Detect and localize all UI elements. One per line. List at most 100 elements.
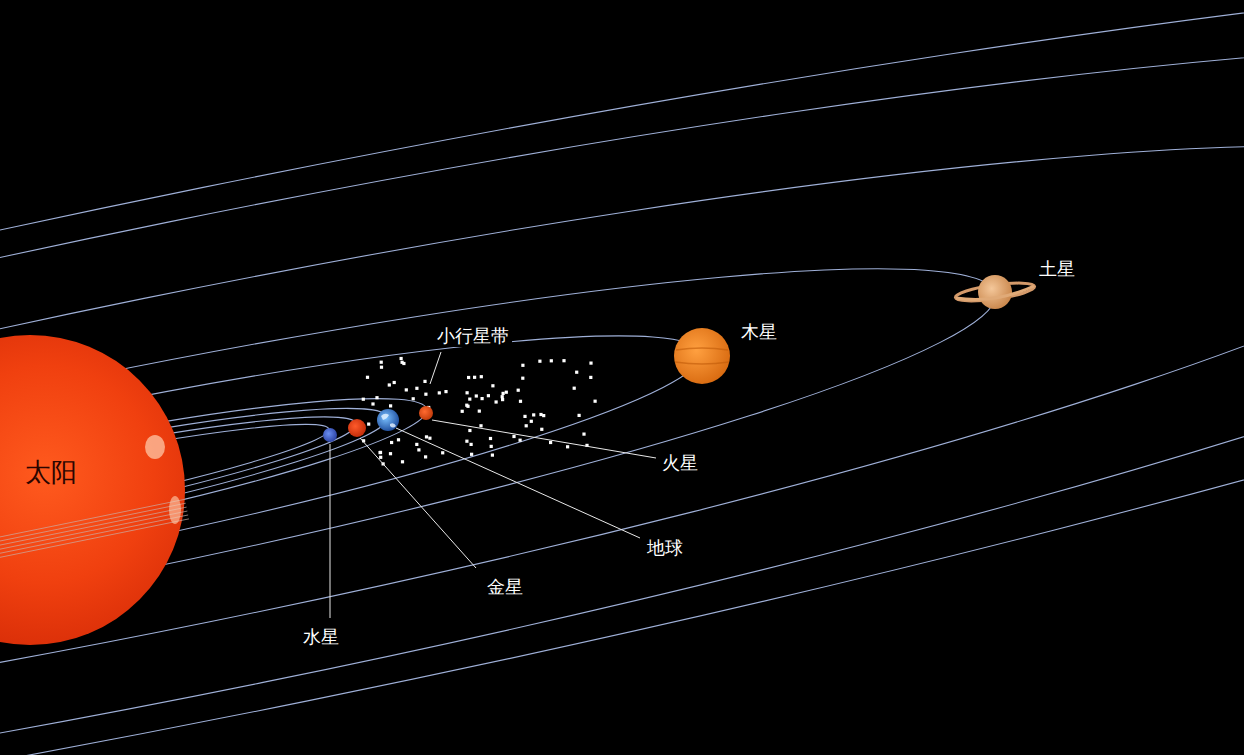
asteroid-dot [512, 435, 515, 438]
planet-label: 金星 [484, 576, 526, 598]
asteroid-dot [465, 404, 468, 407]
asteroid-dot [578, 414, 581, 417]
planet-label: 木星 [738, 321, 780, 343]
asteroid-dot [379, 456, 382, 459]
asteroid-dot [473, 376, 476, 379]
jupiter [674, 328, 730, 384]
asteroid-dot [479, 424, 482, 427]
asteroid-dot [400, 357, 403, 360]
asteroid-dot [425, 435, 428, 438]
saturn-ring [956, 286, 1034, 300]
asteroid-dot [438, 391, 441, 394]
asteroid-dot [393, 381, 396, 384]
asteroid-dot [397, 438, 400, 441]
planet-label: 土星 [1036, 258, 1078, 280]
asteroid-dot [575, 371, 578, 374]
asteroid-dot [519, 439, 522, 442]
earth-cloud [381, 414, 396, 428]
asteroid-dot [530, 420, 533, 423]
asteroid-dot [388, 383, 391, 386]
asteroid-dot [594, 400, 597, 403]
asteroid-dot [491, 384, 494, 387]
asteroid-dot [475, 394, 478, 397]
asteroid-dot [521, 377, 524, 380]
asteroid-dot [371, 402, 374, 405]
asteroid-dot [441, 451, 444, 454]
asteroid-dot [390, 441, 393, 444]
asteroid-dot [538, 360, 541, 363]
asteroid-dot [380, 361, 383, 364]
asteroid-dot [428, 437, 431, 440]
asteroid-dot [532, 413, 535, 416]
asteroid-dot [480, 375, 483, 378]
sun-flare [145, 435, 165, 459]
asteroid-dot [415, 387, 418, 390]
asteroid-dot [549, 441, 552, 444]
asteroid-dot [424, 455, 427, 458]
sun-flare [169, 496, 181, 524]
asteroid-dot [375, 396, 378, 399]
asteroid-dot [517, 389, 520, 392]
asteroid-dot [412, 397, 415, 400]
asteroid-dot [489, 437, 492, 440]
asteroid-dot [379, 451, 382, 454]
planet-label: 水星 [300, 626, 342, 648]
asteroid-dot [389, 452, 392, 455]
asteroid-dot [366, 376, 369, 379]
leader-line [432, 420, 656, 458]
asteroid-dot [401, 460, 404, 463]
saturn [978, 275, 1012, 309]
asteroid-dot [401, 361, 404, 364]
asteroid-dot [521, 364, 524, 367]
asteroid-dot [562, 359, 565, 362]
venus [348, 419, 366, 437]
asteroid-dot [495, 400, 498, 403]
asteroid-dot [501, 398, 504, 401]
asteroid-dot [379, 451, 382, 454]
asteroid-dot [367, 423, 370, 426]
asteroid-dot [589, 362, 592, 365]
asteroid-dot [461, 410, 464, 413]
sun-circle: 太阳 [0, 335, 185, 645]
leader-line [360, 438, 476, 568]
asteroid-dot [424, 393, 427, 396]
asteroid-dot [490, 445, 493, 448]
asteroid-dot [415, 443, 418, 446]
asteroid-dot [362, 398, 365, 401]
leader-line [396, 428, 640, 538]
asteroid-dot [539, 413, 542, 416]
asteroid-dot [505, 391, 508, 394]
asteroid-dot [465, 440, 468, 443]
orbit-line [0, 196, 1015, 753]
asteroid-dot [550, 359, 553, 362]
planet-label: 地球 [644, 537, 686, 559]
asteroid-dot [380, 366, 383, 369]
asteroid-dot [478, 410, 481, 413]
asteroid-dot [466, 391, 469, 394]
asteroid-dot [501, 395, 504, 398]
asteroid-dot [481, 397, 484, 400]
asteroid-dot [389, 404, 392, 407]
asteroid-dot [470, 443, 473, 446]
asteroid-dot [467, 376, 470, 379]
mars [419, 406, 433, 420]
asteroid-dot [405, 388, 408, 391]
asteroid-dot [566, 445, 569, 448]
earth [377, 409, 399, 431]
asteroid-dot [589, 376, 592, 379]
asteroid-dot [540, 428, 543, 431]
asteroid-dot [470, 453, 473, 456]
leader-line [430, 352, 441, 384]
asteroid-dot [468, 429, 471, 432]
asteroid-dot [525, 424, 528, 427]
asteroid-dot [573, 387, 576, 390]
asteroid-dot [417, 448, 420, 451]
asteroid-dot [582, 433, 585, 436]
asteroid-dot [502, 392, 505, 395]
